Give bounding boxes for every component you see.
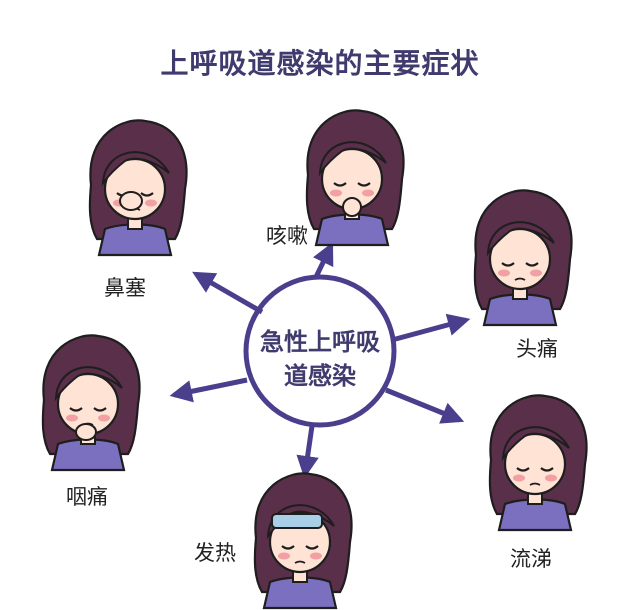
arrow-to-fever — [296, 425, 319, 479]
arrow-to-runny-nose — [385, 387, 465, 424]
girl-cough-illustration — [305, 109, 405, 247]
label-sore-throat: 咽痛 — [66, 485, 108, 509]
arrow-to-headache — [391, 313, 471, 343]
arrow-to-cough — [313, 241, 334, 279]
label-nasal-congestion: 鼻塞 — [104, 276, 146, 300]
label-runny-nose: 流涕 — [510, 547, 552, 571]
girl-nasal-congestion-illustration — [88, 119, 188, 257]
girl-fever-illustration — [253, 472, 353, 610]
center-label-line-1: 急性上呼吸 — [260, 328, 380, 356]
page-title: 上呼吸道感染的主要症状 — [160, 47, 480, 80]
label-cough: 咳嗽 — [266, 224, 308, 248]
girl-sore-throat-illustration — [41, 334, 141, 472]
arrow-to-sore-throat — [169, 377, 248, 403]
girl-headache-illustration — [473, 189, 573, 327]
girl-runny-nose-illustration — [488, 394, 588, 532]
label-headache: 头痛 — [516, 337, 558, 361]
center-circle — [243, 274, 397, 428]
center-label-line-2: 道感染 — [284, 362, 356, 390]
label-fever: 发热 — [194, 541, 236, 565]
arrow-to-nasal — [192, 271, 264, 315]
center-label: 急性上呼吸 道感染 — [240, 325, 400, 393]
